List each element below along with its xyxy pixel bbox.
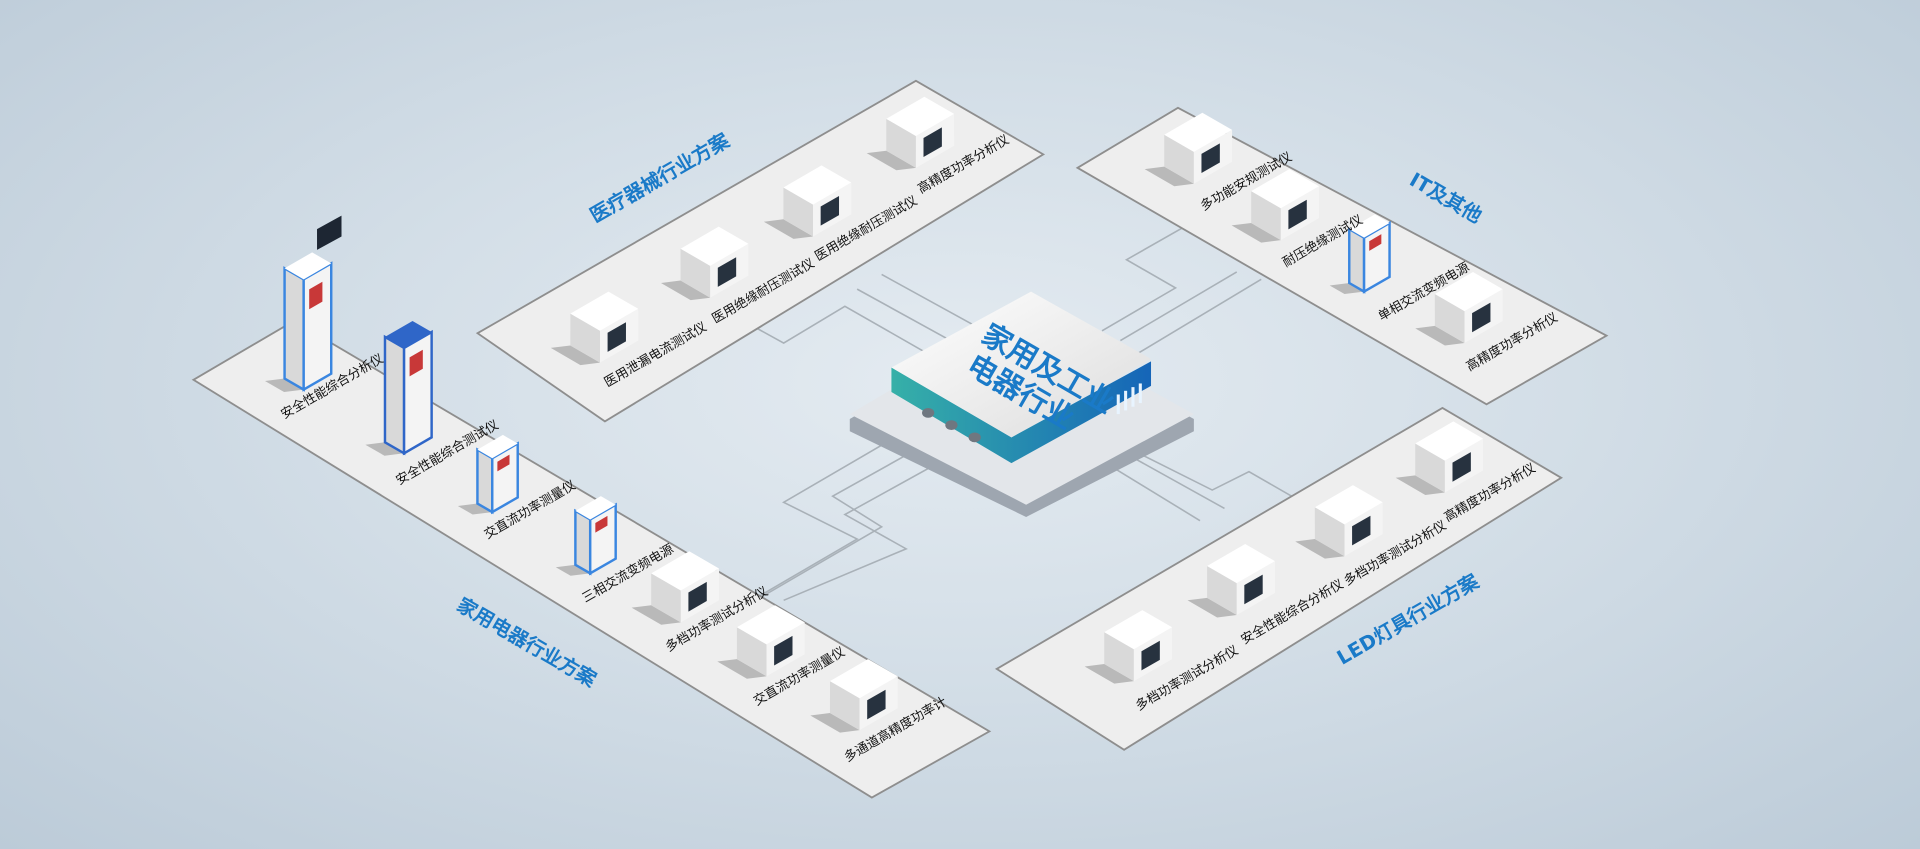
display-screen <box>1452 452 1471 482</box>
display-screen <box>1352 515 1371 546</box>
instrument-icon <box>717 605 805 679</box>
display-screen <box>595 515 608 533</box>
display-screen <box>774 635 793 666</box>
cabinet-icon <box>457 434 519 515</box>
instrument-icon <box>550 291 639 366</box>
display-screen <box>409 349 423 377</box>
display-screen <box>607 322 626 352</box>
cabinet-icon <box>1329 214 1391 295</box>
cabinet-icon <box>264 215 342 393</box>
display-screen <box>1141 640 1160 671</box>
instrument-icon <box>763 165 852 239</box>
instrument-icon <box>631 551 720 625</box>
instrument-icon <box>1295 485 1383 559</box>
display-screen <box>497 454 510 472</box>
instrument-icon <box>1187 543 1275 618</box>
display-screen <box>867 689 886 720</box>
platform-it <box>1075 106 1609 406</box>
display-screen <box>820 196 840 226</box>
display-screen <box>717 257 737 287</box>
display-screen <box>1369 234 1382 251</box>
display-screen <box>1288 199 1307 230</box>
instrument-icon <box>660 226 749 301</box>
instrument-icon <box>810 659 898 733</box>
display-screen <box>1244 574 1263 605</box>
display-screen <box>688 581 707 612</box>
instrument-icon <box>1415 271 1503 346</box>
instrument-icon <box>1144 112 1233 187</box>
cabinet-icon <box>555 496 617 576</box>
instrument-icon <box>1231 169 1320 243</box>
devices <box>264 96 1503 733</box>
center-hub: 家用及工业 电器行业 <box>849 291 1194 517</box>
instrument-icon <box>1395 421 1484 495</box>
vent-icon <box>1116 383 1142 415</box>
cabinet-icon <box>365 320 433 456</box>
instrument-icon <box>1084 610 1173 684</box>
monitor-icon <box>317 215 342 250</box>
display-screen <box>1201 143 1220 173</box>
display-screen <box>309 281 323 310</box>
display-screen <box>923 127 942 158</box>
instrument-icon <box>866 96 955 171</box>
section-title-it: IT及其他 <box>1406 168 1487 228</box>
display-screen <box>1472 302 1491 333</box>
port-icons <box>922 407 981 443</box>
